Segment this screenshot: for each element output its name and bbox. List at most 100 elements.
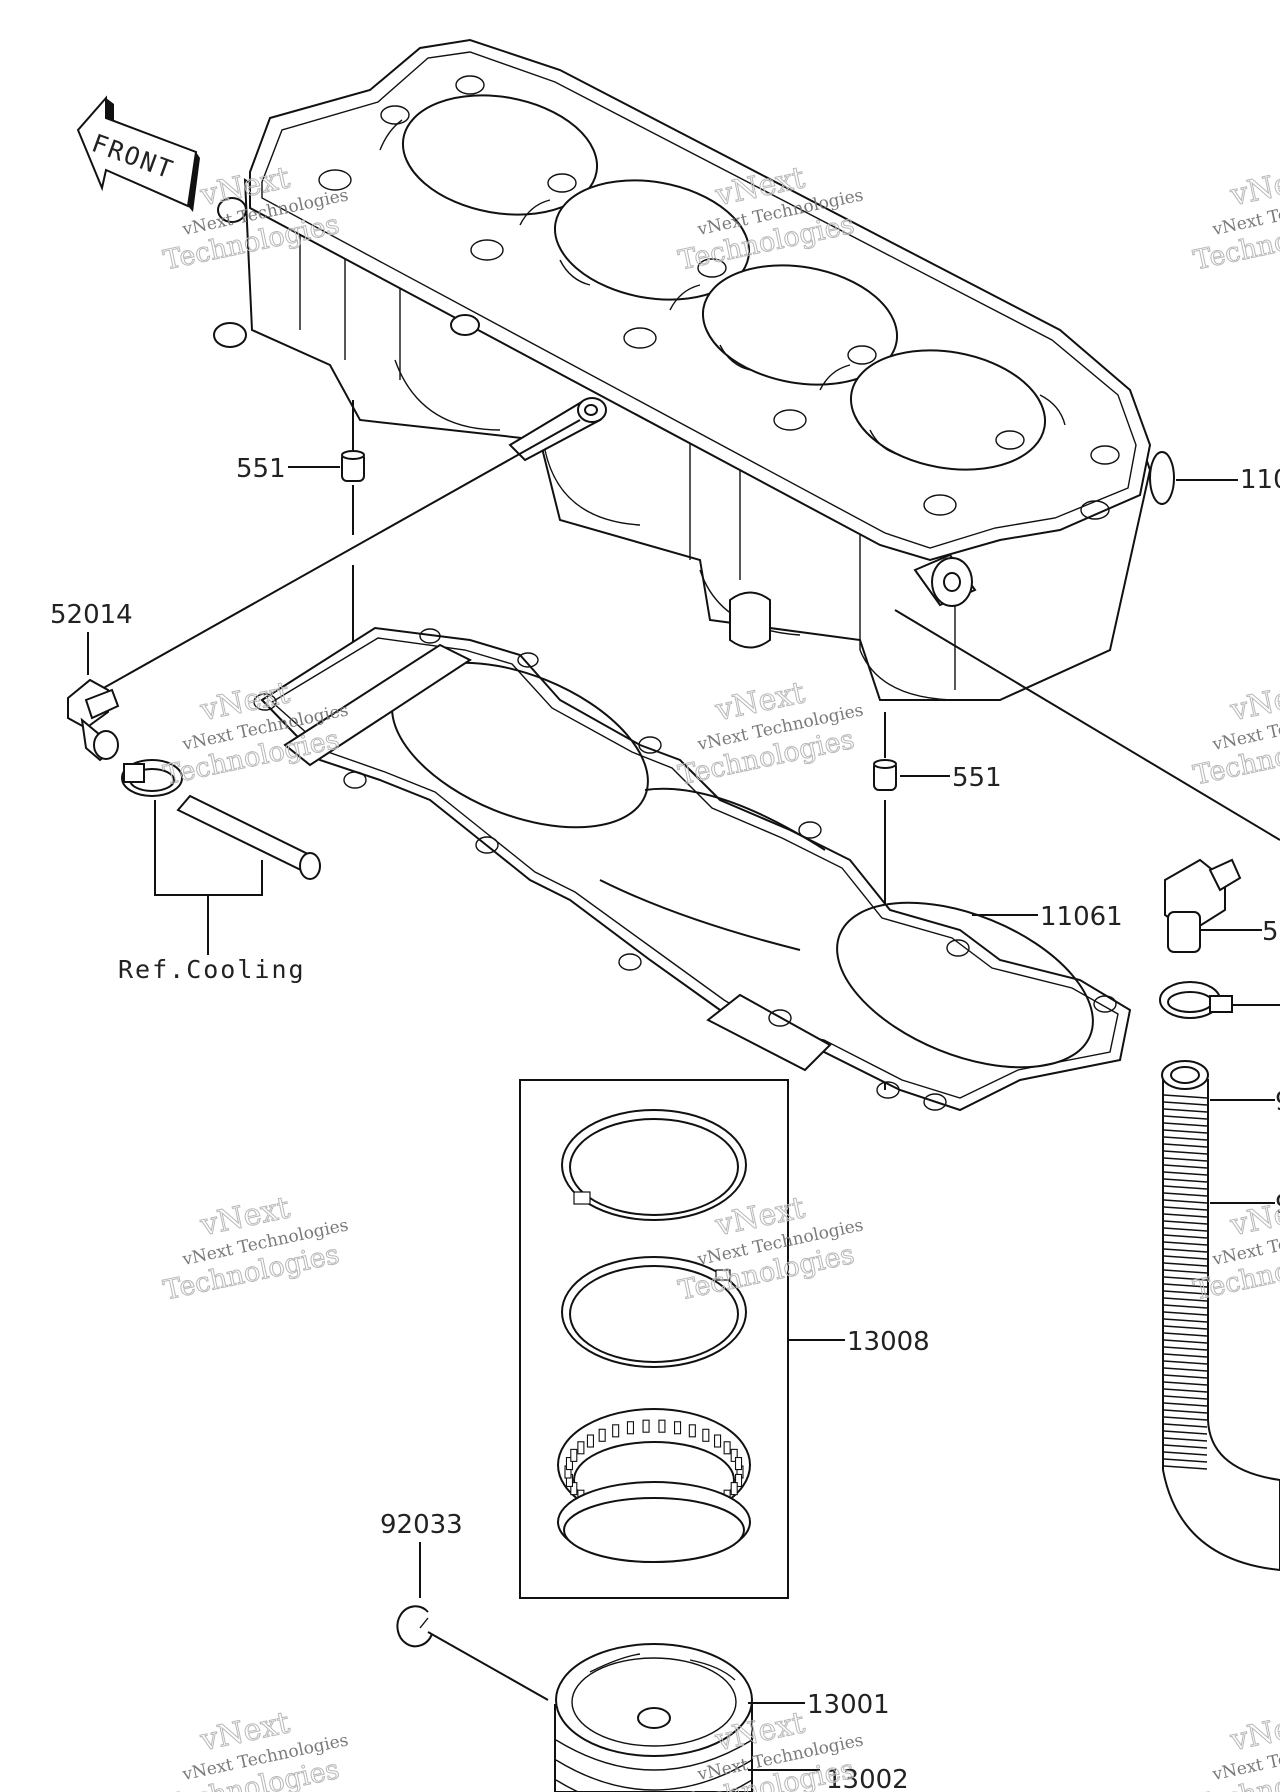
label-part-92033: 92033 xyxy=(380,1510,463,1540)
label-part-13001: 13001 xyxy=(807,1690,890,1720)
hose-ring-line xyxy=(1163,1108,1208,1113)
expander-tooth xyxy=(730,1482,738,1496)
hose-ring-line xyxy=(1163,1234,1208,1239)
hose-ring-line xyxy=(1163,1353,1208,1358)
hose-ring-line xyxy=(1163,1143,1208,1148)
watermark-brand: vNext xyxy=(1227,1705,1280,1758)
hose-ring-line xyxy=(1163,1136,1208,1141)
hose-ring-line xyxy=(1163,1269,1208,1274)
hose-ring-line xyxy=(1163,1122,1208,1127)
hose-ring-line xyxy=(1163,1444,1208,1449)
hose-ring-line xyxy=(1163,1437,1208,1442)
hose-ring-line xyxy=(1163,1199,1208,1204)
hose-ring-line xyxy=(1163,1094,1208,1099)
hose-ring-line xyxy=(1163,1332,1208,1337)
expander-tooth xyxy=(658,1419,666,1433)
hose-ring-line xyxy=(1163,1101,1208,1106)
expander-tooth xyxy=(642,1419,650,1433)
hose-ring-line xyxy=(1163,1150,1208,1155)
hose-ring-line xyxy=(1163,1346,1208,1351)
hose-ring-line xyxy=(1163,1192,1208,1197)
label-part-11005: 110 xyxy=(1240,465,1280,495)
cooling-hose-icon xyxy=(176,794,321,880)
label-dowel-pin-551-top: 551 xyxy=(236,454,286,484)
expander-tooth xyxy=(570,1482,578,1496)
hose-ring-line xyxy=(1163,1206,1208,1211)
expander-tooth xyxy=(734,1456,743,1471)
label-elbow-fitting: 5 xyxy=(1262,917,1279,947)
hose-ring-line xyxy=(1163,1465,1208,1470)
hose-ring-line xyxy=(1163,1409,1208,1414)
expander-tooth xyxy=(688,1424,696,1438)
label-part-13002: 13002 xyxy=(826,1765,909,1792)
expander-tooth xyxy=(612,1424,620,1438)
expander-tooth xyxy=(570,1448,578,1462)
hose-ring-line xyxy=(1163,1395,1208,1400)
expander-tooth xyxy=(577,1441,585,1455)
cylinder-block-icon xyxy=(213,38,1175,701)
hose-ring-line xyxy=(1163,1381,1208,1386)
hose-ring-line xyxy=(1163,1185,1208,1190)
hose-ring-line xyxy=(1163,1416,1208,1421)
hose-ring-line xyxy=(1163,1290,1208,1295)
hose-ring-line xyxy=(1163,1115,1208,1120)
piston-ring-second-icon xyxy=(561,1256,747,1368)
cylinder-gasket-icon xyxy=(253,626,1132,1112)
expander-tooth xyxy=(714,1434,722,1448)
front-arrow-icon: FRONT xyxy=(76,95,200,212)
label-part-13008: 13008 xyxy=(847,1327,930,1357)
hose-ring-line xyxy=(1163,1283,1208,1288)
hose-ring-line xyxy=(1163,1318,1208,1323)
hose-ring-line xyxy=(1163,1213,1208,1218)
piston-pin-clip-icon xyxy=(396,1605,433,1648)
hose-clamp-icon xyxy=(121,759,183,797)
hose-ring-line xyxy=(1163,1374,1208,1379)
hose-ring-line xyxy=(1163,1248,1208,1253)
hose-ring-line xyxy=(1163,1297,1208,1302)
hose-ring-line xyxy=(1163,1129,1208,1134)
hose-ring-line xyxy=(1163,1430,1208,1435)
expander-tooth xyxy=(586,1434,594,1448)
corrugated-hose-icon xyxy=(1161,1060,1280,1572)
hose-ring-line xyxy=(1163,1339,1208,1344)
watermark-brand: vNext xyxy=(1227,160,1280,213)
expander-tooth xyxy=(565,1456,574,1471)
hose-ring-line xyxy=(1163,1220,1208,1225)
hose-ring-line xyxy=(1163,1458,1208,1463)
expander-tooth xyxy=(702,1428,710,1442)
piston-ring-top-icon xyxy=(561,1109,747,1221)
label-dowel-pin-551-mid: 551 xyxy=(952,763,1002,793)
hose-ring-line xyxy=(1163,1325,1208,1330)
label-ref-cooling: Ref.Cooling xyxy=(118,955,306,984)
expander-tooth xyxy=(723,1441,731,1455)
hose-ring-line xyxy=(1163,1423,1208,1428)
hose-ring-line xyxy=(1163,1402,1208,1407)
watermark-brand: vNext xyxy=(1227,1190,1280,1243)
hose-ring-line xyxy=(1163,1451,1208,1456)
hose-ring-line xyxy=(1163,1262,1208,1267)
elbow-fitting-icon xyxy=(67,678,120,762)
hose-ring-line xyxy=(1163,1367,1208,1372)
hose-ring-line xyxy=(1163,1388,1208,1393)
label-hose-upper: 9 xyxy=(1275,1087,1280,1117)
label-part-11061: 11061 xyxy=(1040,902,1123,932)
watermark-brand: vNext xyxy=(1227,675,1280,728)
dowel-pin-icon xyxy=(341,450,365,482)
expander-tooth xyxy=(734,1473,743,1488)
hose-ring-line xyxy=(1163,1241,1208,1246)
expander-tooth xyxy=(598,1428,606,1442)
expander-tooth xyxy=(673,1421,682,1435)
piston-icon xyxy=(554,1643,753,1792)
hose-clamp-icon xyxy=(1159,981,1233,1019)
hose-ring-line xyxy=(1163,1360,1208,1365)
hose-ring-line xyxy=(1163,1157,1208,1162)
hose-ring-line xyxy=(1163,1164,1208,1169)
